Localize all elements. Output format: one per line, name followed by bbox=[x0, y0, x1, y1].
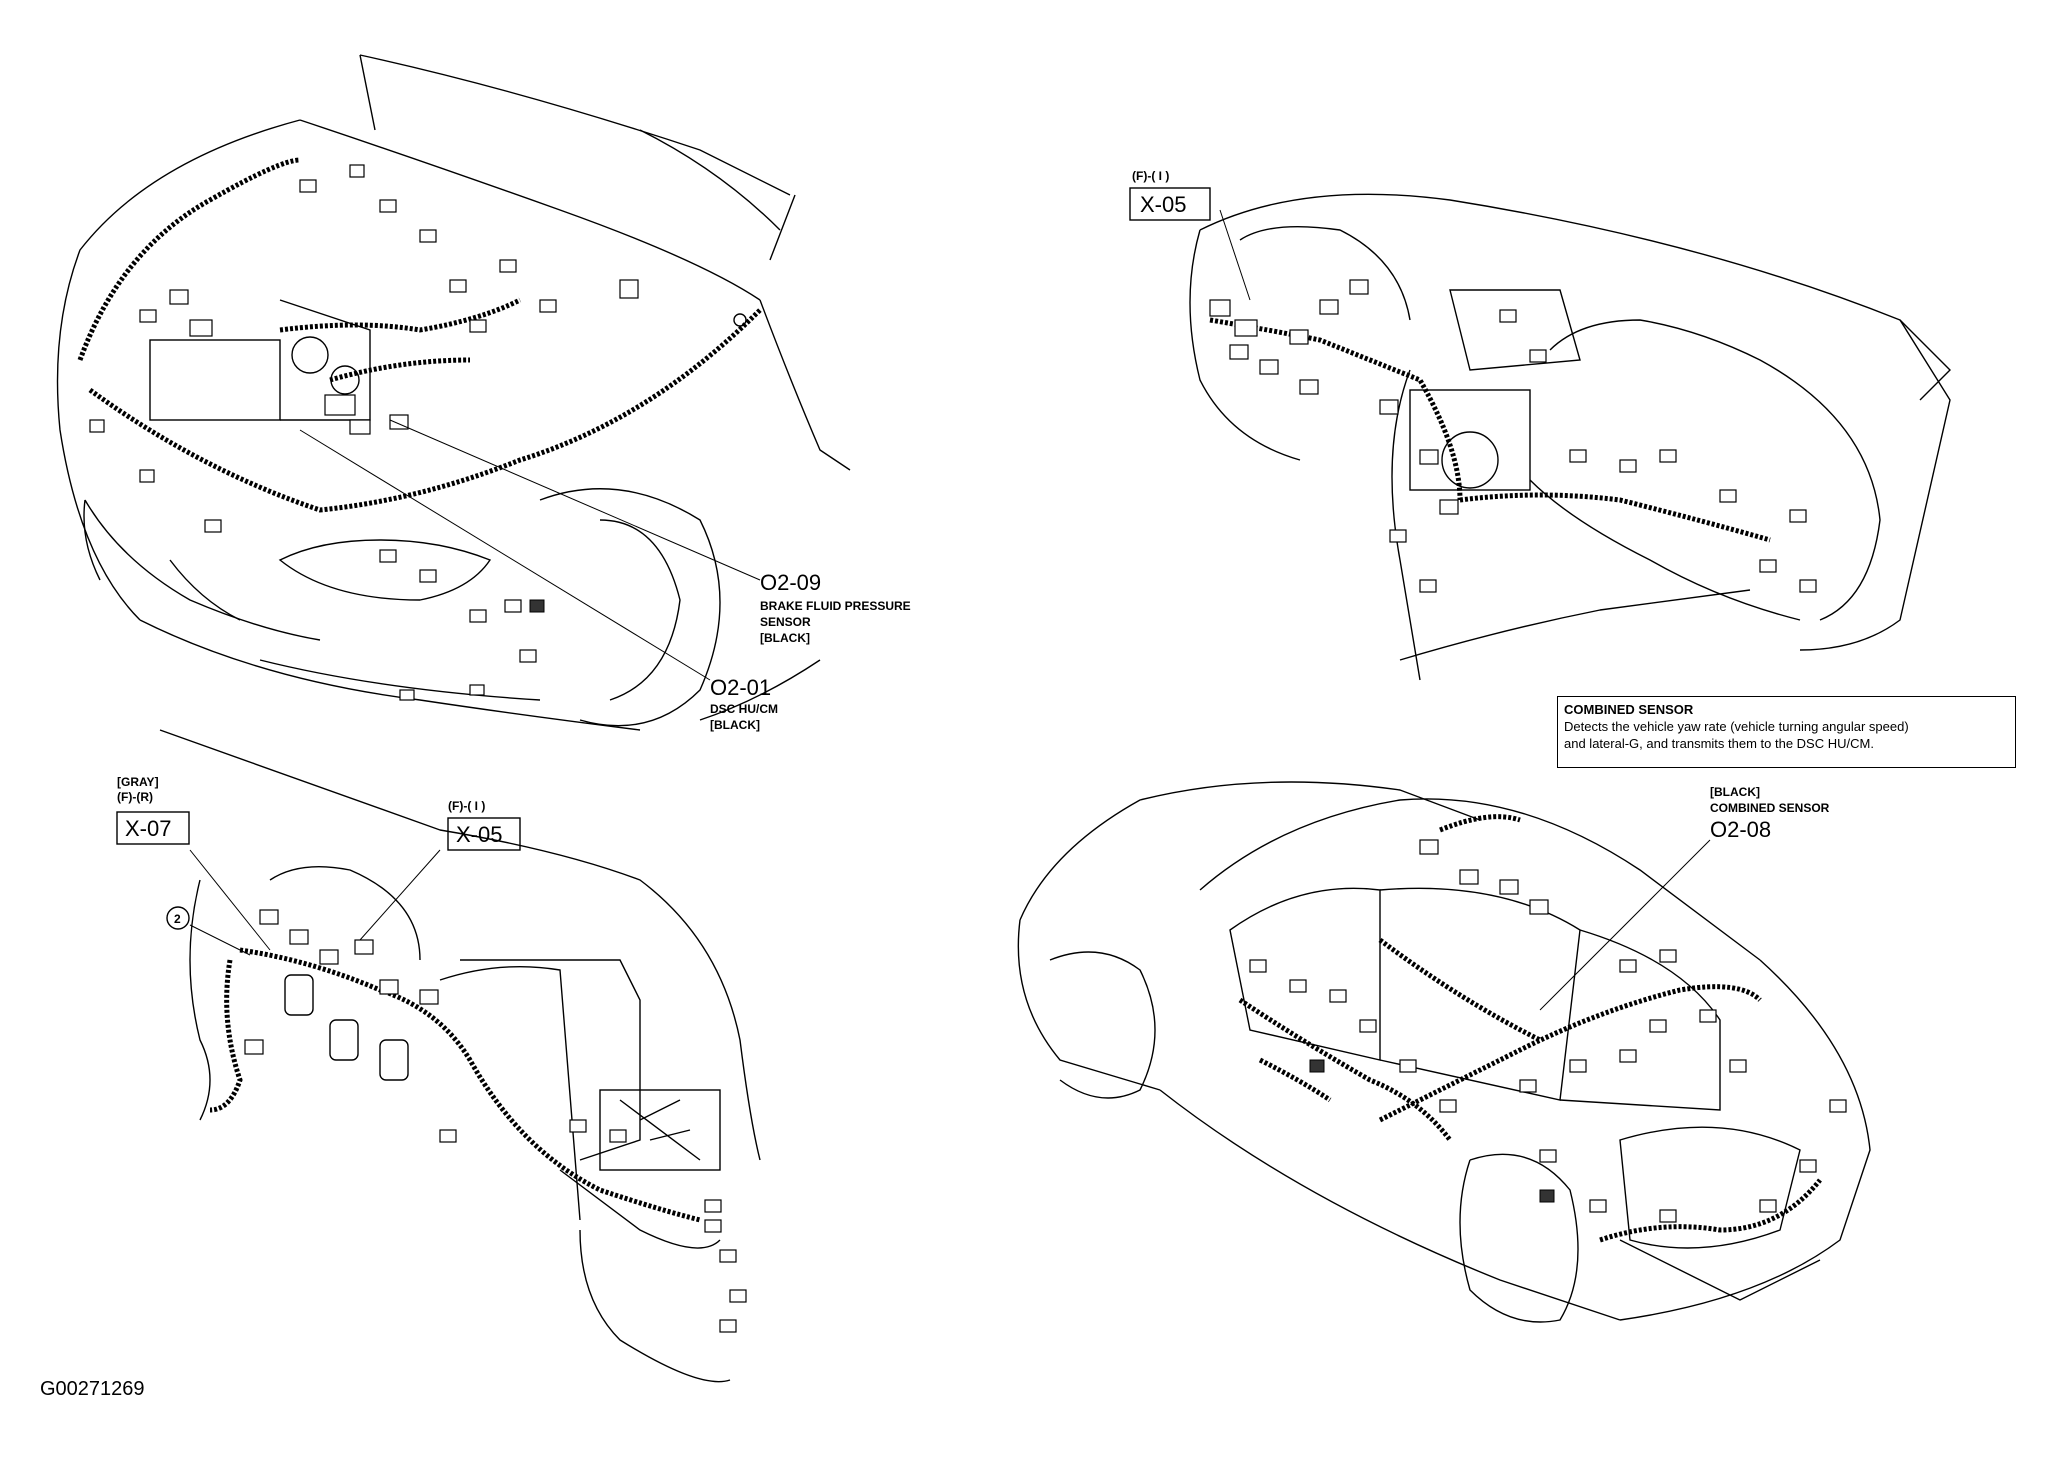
footwell-view: [GRAY] (F)-(R) X-07 (F)-( I ) X-05 2 bbox=[116, 729, 761, 1383]
bl-x05-code: X-05 bbox=[456, 822, 502, 847]
bl-x07-color: [GRAY] bbox=[117, 775, 159, 789]
tr-x05-position: (F)-( I ) bbox=[1132, 169, 1169, 183]
combined-sensor-info-box: COMBINED SENSOR Detects the vehicle yaw … bbox=[1557, 696, 2016, 768]
combined-sensor-line2: and lateral-G, and transmits them to the… bbox=[1564, 736, 1874, 751]
combined-sensor-line1: Detects the vehicle yaw rate (vehicle tu… bbox=[1564, 719, 1909, 734]
br-o2-08-name: COMBINED SENSOR bbox=[1710, 801, 1830, 815]
bl-x05-box bbox=[447, 817, 521, 851]
engine-compartment-view: O2-09 BRAKE FLUID PRESSURE SENSOR [BLACK… bbox=[56, 54, 911, 732]
o2-09-code: O2-09 bbox=[760, 570, 821, 595]
bl-x07-position: (F)-(R) bbox=[117, 790, 153, 804]
br-o2-08-color: [BLACK] bbox=[1710, 785, 1760, 799]
bl-x07-box bbox=[116, 811, 190, 845]
tr-x05-code: X-05 bbox=[1140, 192, 1186, 217]
combined-sensor-title: COMBINED SENSOR bbox=[1564, 702, 1694, 717]
tr-x05-box bbox=[1129, 187, 1211, 221]
bl-x07-code: X-07 bbox=[125, 816, 171, 841]
circled-number-label: 2 bbox=[174, 912, 181, 926]
o2-01-code: O2-01 bbox=[710, 675, 771, 700]
vehicle-view: [BLACK] COMBINED SENSOR O2-08 bbox=[1017, 781, 1871, 1323]
o2-01-color: [BLACK] bbox=[710, 718, 760, 732]
bl-x05-position: (F)-( I ) bbox=[448, 799, 485, 813]
o2-09-line2: SENSOR bbox=[760, 615, 811, 629]
dashboard-view: (F)-( I ) X-05 bbox=[1129, 169, 1951, 681]
figure-id: G00271269 bbox=[40, 1378, 145, 1400]
o2-09-line1: BRAKE FLUID PRESSURE bbox=[760, 599, 911, 613]
o2-01-line1: DSC HU/CM bbox=[710, 702, 778, 716]
br-o2-08-code: O2-08 bbox=[1710, 817, 1771, 842]
circled-number-2 bbox=[166, 906, 190, 930]
o2-09-color: [BLACK] bbox=[760, 631, 810, 645]
